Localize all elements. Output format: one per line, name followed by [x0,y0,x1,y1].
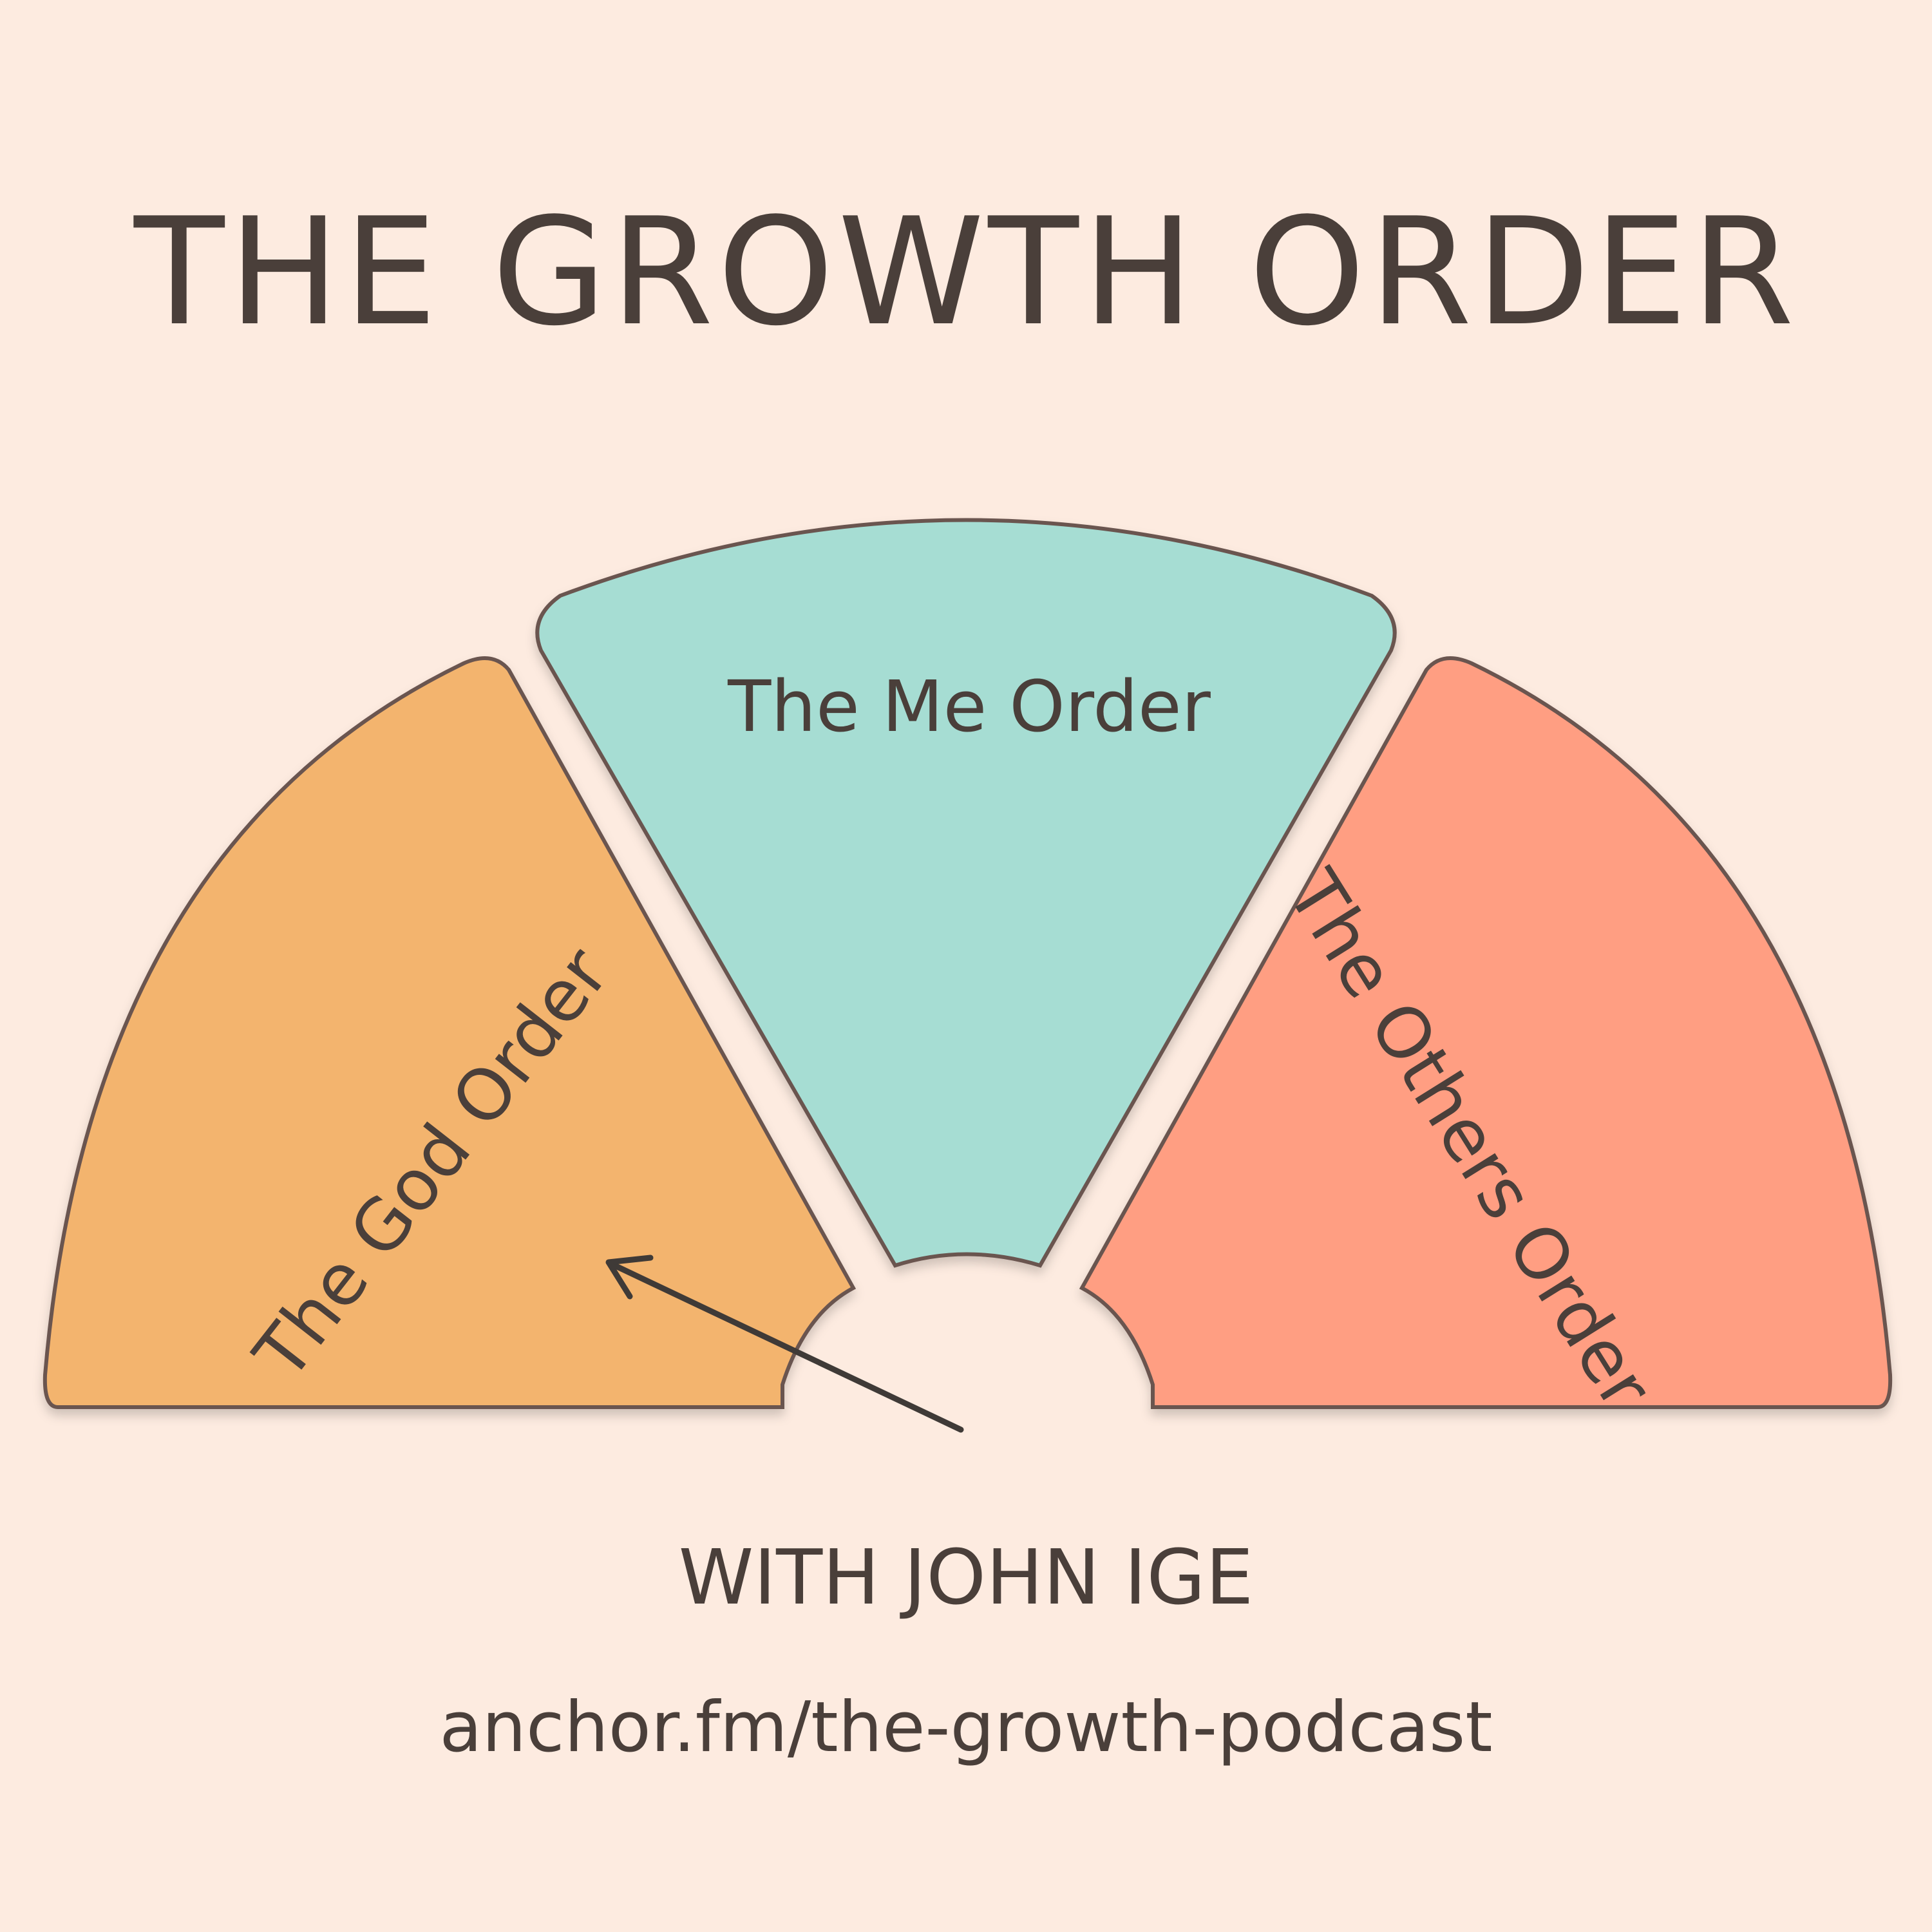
segment-god-order [43,656,857,1409]
segment-me-order [535,518,1397,1268]
label-me-order: The Me Order [727,665,1211,748]
page-title: THE GROWTH ORDER [134,187,1798,359]
segment-others-order [1079,656,1893,1409]
host-credit: WITH JOHN IGE [678,1533,1254,1622]
arrow-icon [605,1255,964,1433]
podcast-link[interactable]: anchor.fm/the-growth-podcast [439,1687,1493,1768]
